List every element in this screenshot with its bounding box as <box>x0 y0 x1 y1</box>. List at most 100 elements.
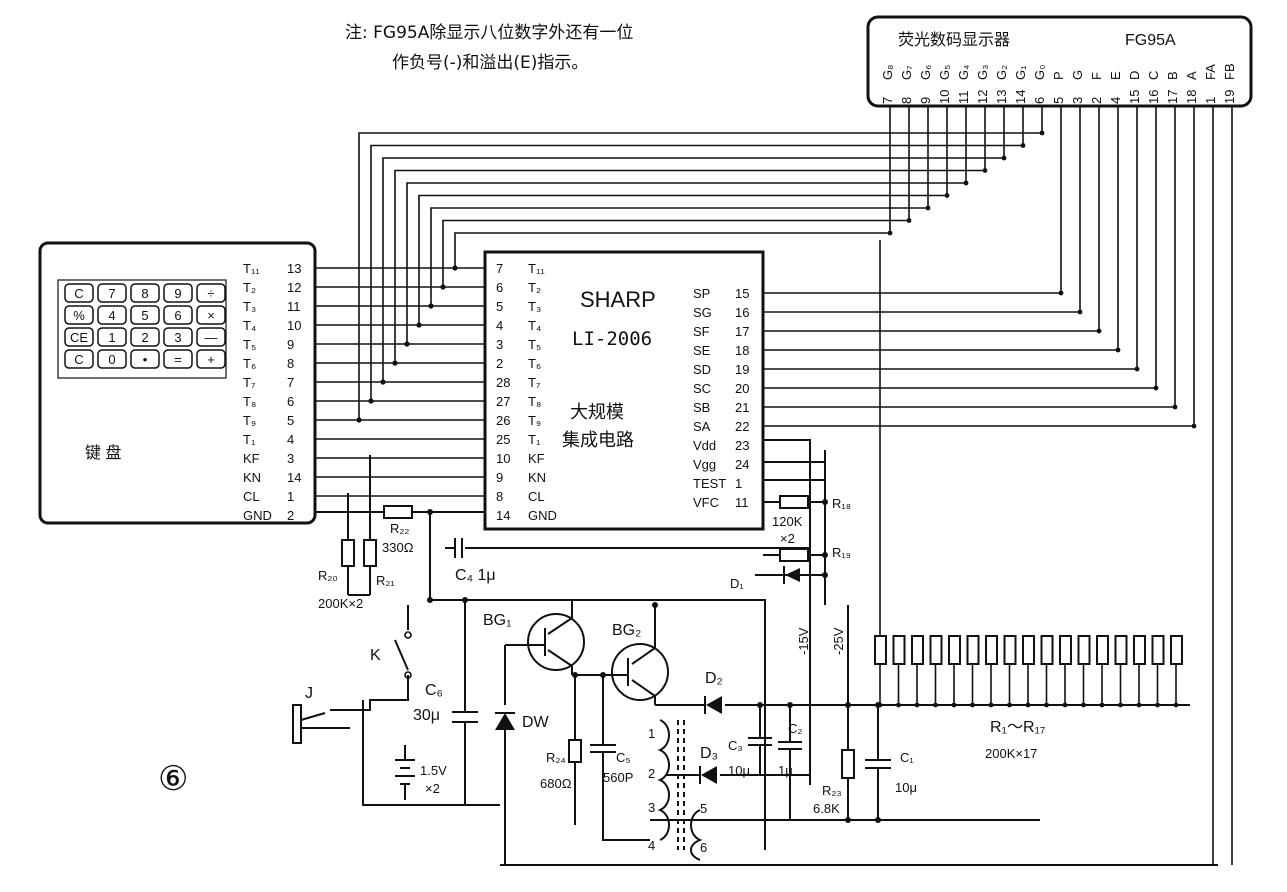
keyboard-pin-name: T₅ <box>243 337 256 352</box>
keyboard-pin-number: 6 <box>287 394 294 409</box>
junction-dot <box>988 702 994 708</box>
junction-dot <box>925 205 931 211</box>
resistor <box>1151 635 1165 665</box>
keyboard-pin-number: 11 <box>287 299 301 314</box>
r23-value: 6.8K <box>813 801 840 816</box>
keyboard-pin-number: 12 <box>287 280 301 295</box>
r21-label: R₂₁ <box>376 573 395 588</box>
c1-label: C₁ <box>900 750 914 765</box>
figure-number: ⑥ <box>158 760 188 798</box>
keyboard-pin-name: T₆ <box>243 356 256 371</box>
c3-label: C₃ <box>728 738 743 753</box>
keyboard-key <box>97 327 127 347</box>
ic-pin-number: 16 <box>735 305 749 320</box>
ic-pin-name: KN <box>528 470 546 485</box>
ic-pin-name: GND <box>528 508 557 523</box>
keyboard-key-label: 7 <box>108 286 115 301</box>
keyboard-key <box>97 349 127 369</box>
keyboard-key <box>130 283 160 303</box>
c3-value: 10μ <box>728 763 750 778</box>
display-pin-number: 12 <box>975 90 990 104</box>
keyboard-key <box>196 305 226 325</box>
junction-dot <box>1062 702 1068 708</box>
display-segment-label: G₁ <box>1013 65 1028 80</box>
resistor <box>1133 635 1146 665</box>
c4-label: C₄ 1μ <box>455 567 496 584</box>
display-segment-label: G₈ <box>880 64 895 80</box>
segment-line <box>763 106 1157 389</box>
ic-pin-number: 19 <box>735 362 749 377</box>
display-pin-number: 8 <box>899 97 914 104</box>
digit-line <box>382 106 1005 382</box>
keyboard-pin-name: T₃ <box>243 299 256 314</box>
keyboard-key-label: C <box>74 352 83 367</box>
r24-label: R₂₄ <box>546 750 566 765</box>
keyboard-pin-number: 8 <box>287 356 294 371</box>
ic-pin-number: 15 <box>735 286 749 301</box>
ic-desc-1: 大规模 <box>570 402 624 422</box>
v25-label: -25V <box>831 627 846 655</box>
display-pin-number: 14 <box>1013 90 1028 104</box>
display-segment-label: G₅ <box>937 65 952 80</box>
note-line-1: 注: FG95A除显示八位数字外还有一位 <box>345 23 633 43</box>
c1-value: 10μ <box>895 780 917 795</box>
keyboard-key <box>163 305 193 325</box>
ic-pin-number: 23 <box>735 438 749 453</box>
junction-dot <box>1025 702 1031 708</box>
ic-pin-number: 9 <box>496 470 503 485</box>
keyboard-pin-name: T₁ <box>243 432 256 447</box>
display-pin-number: 4 <box>1108 97 1123 104</box>
ic-pin-number: 3 <box>496 337 503 352</box>
ic-pin-name: SB <box>693 400 710 415</box>
display-pin-number: 13 <box>994 90 1009 104</box>
d3-label: D₃ <box>700 745 718 762</box>
display-segment-label: FA <box>1203 64 1218 80</box>
keyboard-key-label: 4 <box>108 308 115 323</box>
r22-label: R₂₂ <box>390 521 409 536</box>
resistor <box>1077 635 1091 665</box>
digit-line <box>418 106 948 325</box>
display-pin-number: 19 <box>1222 90 1237 104</box>
ic-pin-number: 27 <box>496 394 510 409</box>
junction-dot <box>1155 702 1160 708</box>
ic-pin-number: 7 <box>496 261 503 276</box>
segment-line <box>763 106 1081 313</box>
junction-dot <box>1136 702 1142 708</box>
resistor <box>874 635 887 665</box>
junction-dot <box>982 168 988 173</box>
display-pin-number: 15 <box>1127 90 1142 104</box>
ic-brand: SHARP <box>580 287 656 312</box>
junction-dot <box>933 702 938 708</box>
keyboard-key <box>64 283 94 303</box>
display-pin-number: 3 <box>1070 97 1085 104</box>
c6-value: 30μ <box>413 707 440 724</box>
junction-dot <box>914 702 920 708</box>
display-segment-label: D <box>1127 71 1142 80</box>
keyboard-key-label: — <box>205 330 218 345</box>
junction-dot <box>1173 702 1179 708</box>
ic-pin-number: 25 <box>496 432 510 447</box>
ic-pin-name: TEST <box>693 476 726 491</box>
keyboard-key-label: + <box>207 352 215 367</box>
battery-label: 1.5V <box>420 763 447 778</box>
junction-dot <box>1020 143 1026 148</box>
junction-dot <box>906 218 912 223</box>
junction-dot <box>1058 290 1064 296</box>
keyboard-pin-name: T₇ <box>243 375 256 390</box>
note-line-2: 作负号(-)和溢出(E)指示。 <box>392 53 588 73</box>
display-pin-number: 17 <box>1165 90 1180 104</box>
display-title: 荧光数码显示器 <box>898 31 1010 49</box>
ic-pin-name: T₁ <box>528 432 541 447</box>
ic-pin-number: 8 <box>496 489 503 504</box>
keyboard-key <box>130 327 160 347</box>
display-segment-label: E <box>1108 71 1123 80</box>
keyboard-pin-name: T₉ <box>243 413 256 428</box>
resistor <box>1114 635 1128 665</box>
r20-value: 200K×2 <box>318 596 363 611</box>
